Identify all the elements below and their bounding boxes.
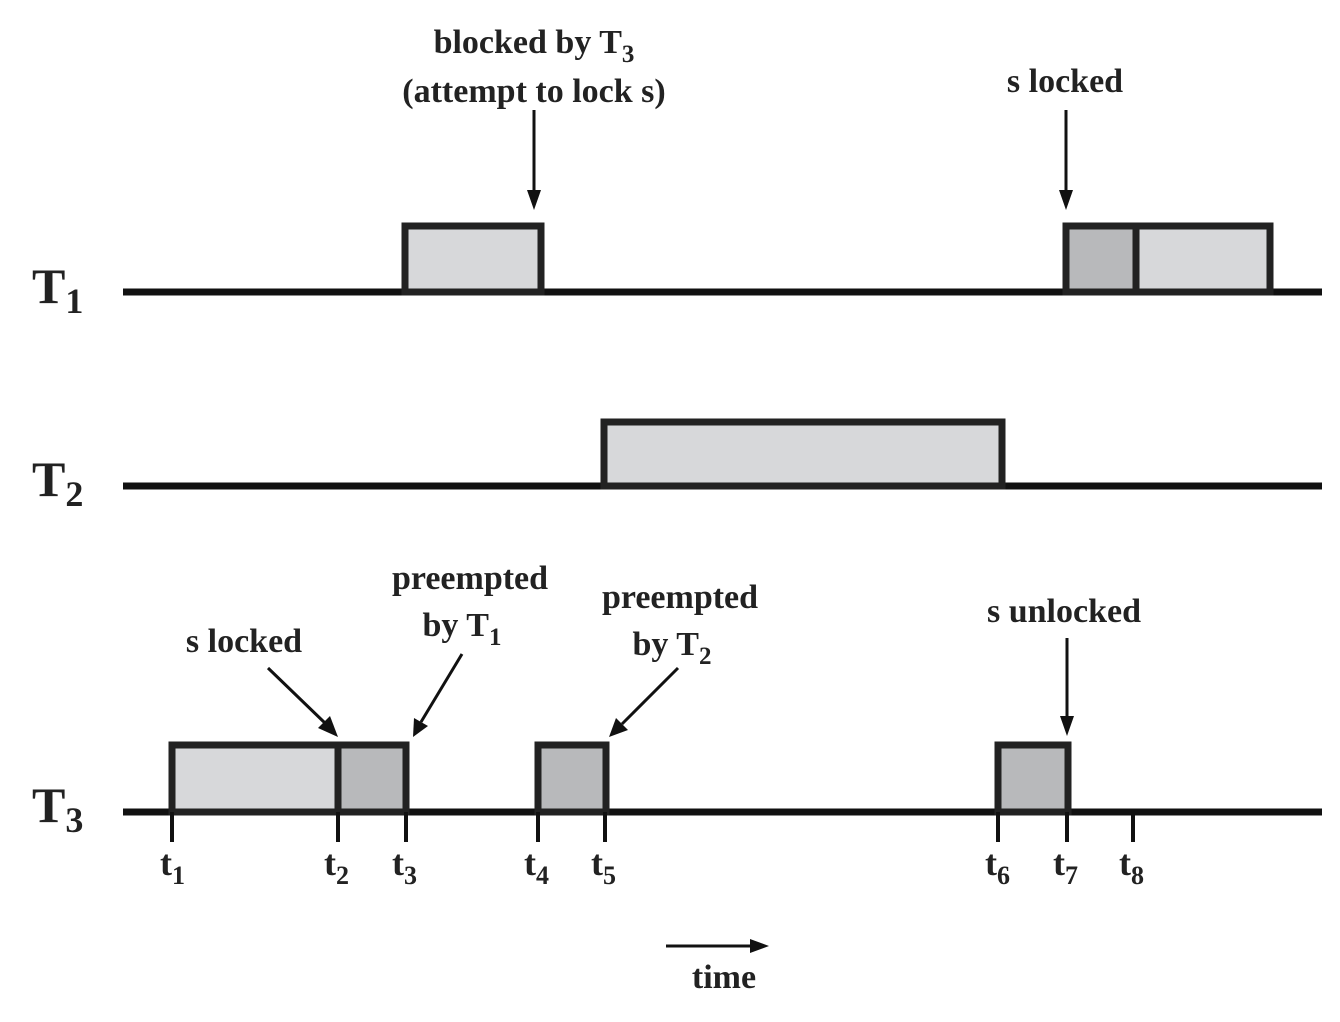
t1-s-locked-annotation: s locked: [1007, 63, 1123, 100]
t3-s-locked-annotation: s locked: [186, 623, 302, 660]
s-unlocked-arrow-head: [1060, 716, 1074, 736]
preempted-by-t1-line1: preempted: [392, 560, 548, 597]
time-mark-t5: t5: [591, 843, 616, 890]
s-unlocked-annotation: s unlocked: [987, 593, 1141, 630]
blocked-arrow-head: [527, 190, 541, 210]
time-direction-arrow-head: [750, 939, 769, 953]
blocked-annotation-line1: blocked by T3: [434, 24, 635, 68]
preempted-by-t1-line2: by T1: [423, 607, 502, 651]
preempted-by-t1-arrow-head: [413, 718, 428, 737]
t3-s-locked-arrow-head: [318, 716, 338, 737]
time-mark-t3: t3: [392, 843, 417, 890]
preempted-by-t2-arrow-head: [609, 718, 628, 737]
time-axis-label: time: [692, 959, 756, 996]
t1-execution-block: [401, 222, 545, 296]
preempted-by-t2-line2: by T2: [633, 626, 712, 670]
time-mark-t7: t7: [1053, 843, 1078, 890]
t3-s-locked-arrow: [266, 666, 328, 726]
time-mark-t4: t4: [524, 843, 549, 890]
preempted-by-t2-arrow: [620, 666, 680, 726]
t3-critical-section-block: [994, 741, 1072, 816]
time-mark-t2: t2: [324, 843, 349, 890]
preempted-by-t2-line1: preempted: [602, 579, 758, 616]
t1-critical-section-block: [1062, 222, 1140, 296]
t3-critical-section-block: [334, 741, 410, 816]
t1-execution-block: [1132, 222, 1274, 296]
blocked-annotation-line2: (attempt to lock s): [402, 73, 665, 110]
t3-execution-block: [168, 741, 342, 816]
t2-execution-block: [600, 418, 1006, 490]
time-mark-t6: t6: [985, 843, 1010, 890]
time-mark-t8: t8: [1119, 843, 1144, 890]
t1-s-locked-arrow-head: [1059, 190, 1073, 210]
preempted-by-t1-arrow: [419, 653, 464, 723]
task-label-t3: T3: [32, 777, 83, 840]
t3-critical-section-block: [534, 741, 610, 816]
task-label-t1: T1: [32, 258, 83, 321]
task-label-t2: T2: [32, 451, 83, 514]
time-mark-t1: t1: [160, 843, 185, 890]
